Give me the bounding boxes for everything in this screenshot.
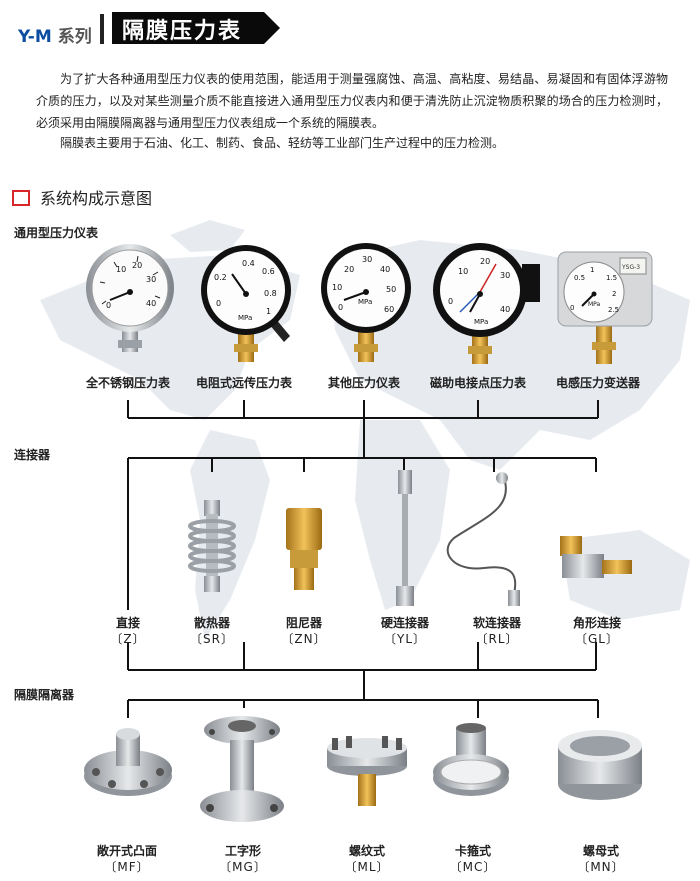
connector-label-angle: 角形连接 xyxy=(572,616,621,630)
connector-code-radiator: 〔SR〕 xyxy=(190,632,234,646)
connector-code-flexible: 〔RL〕 xyxy=(475,632,519,646)
series-suffix: 系列 xyxy=(57,27,92,47)
intro-paragraph-1: 为了扩大各种通用型压力仪表的使用范围，能适用于测量强腐蚀、高温、高粘度、易结晶、… xyxy=(36,72,668,130)
dial-unit: MPa xyxy=(588,301,601,308)
dial-label: 2.5 xyxy=(608,306,619,314)
connector-code-direct: 〔Z〕 xyxy=(110,632,146,646)
isolator-code-open-flange: 〔MF〕 xyxy=(104,860,150,874)
flexible-connector-image xyxy=(446,472,520,606)
dial-label: 40 xyxy=(500,305,510,314)
dial-label: 1 xyxy=(266,307,271,316)
dial-label: 60 xyxy=(384,305,394,314)
dial-label: 0.4 xyxy=(242,259,255,268)
dial-label: 50 xyxy=(386,285,396,294)
intro-paragraph-2: 隔膜表主要用于石油、化工、制药、食品、轻纺等工业部门生产过程中的压力检测。 xyxy=(60,136,505,150)
dial-label: 0 xyxy=(106,301,111,310)
radiator-connector-image xyxy=(188,500,236,592)
gauge-label-stainless: 全不锈钢压力表 xyxy=(85,376,170,390)
connectors-group-label: 连接器 xyxy=(14,448,51,462)
dial-label: 20 xyxy=(344,265,354,274)
connector-label-direct: 直接 xyxy=(115,616,140,630)
section-marker xyxy=(12,190,30,206)
gauge-label-resistive: 电阻式远传压力表 xyxy=(195,376,292,390)
dial-label: 10 xyxy=(458,267,468,276)
isolator-code-nut: 〔MN〕 xyxy=(577,860,625,874)
isolator-label-clamp: 卡箍式 xyxy=(454,844,491,858)
dial-label: 0.6 xyxy=(262,267,275,276)
stainless-gauge-image: 10 20 30 40 0 xyxy=(86,244,174,352)
dial-label: 0 xyxy=(216,299,221,308)
dial-label: 0 xyxy=(338,303,343,312)
dial-label: 20 xyxy=(132,261,142,270)
dial-unit: MPa xyxy=(474,318,488,326)
dial-label: 1 xyxy=(590,266,594,274)
nut-isolator-image xyxy=(558,730,642,800)
electric-contact-gauge-image: 10 20 30 40 0 MPa xyxy=(433,243,540,364)
dial-label: 40 xyxy=(380,265,390,274)
isolators-group-label: 隔膜隔离器 xyxy=(14,688,75,702)
gauge-label-other: 其他压力仪表 xyxy=(327,376,400,390)
isolator-label-open-flange: 敞开式凸面 xyxy=(96,844,157,858)
threaded-isolator-image xyxy=(327,736,407,806)
transmitter-nameplate: YSG-3 xyxy=(621,264,640,271)
connector-code-rigid: 〔YL〕 xyxy=(383,632,427,646)
dial-label: 10 xyxy=(332,283,342,292)
resistive-remote-gauge-image: 0.4 0.6 0.2 0.8 0 1 MPa xyxy=(201,245,291,362)
isolator-code-i-type: 〔MG〕 xyxy=(219,860,267,874)
open-flange-isolator-image xyxy=(84,728,172,796)
rigid-connector-image xyxy=(396,470,414,606)
dial-label: 0.5 xyxy=(574,274,585,282)
dial-label: 40 xyxy=(146,299,156,308)
dial-label: 0 xyxy=(448,297,453,306)
dial-label: 0 xyxy=(570,304,574,312)
gauge-label-electric-contact: 磁助电接点压力表 xyxy=(429,376,526,390)
series-code: Y-M xyxy=(18,27,52,47)
dial-label: 2 xyxy=(612,290,616,298)
dial-label: 30 xyxy=(500,271,510,280)
connector-label-radiator: 散热器 xyxy=(193,616,230,630)
dial-label: 30 xyxy=(146,275,156,284)
dial-label: 10 xyxy=(116,265,126,274)
page-title: 隔膜压力表 xyxy=(122,19,243,44)
damper-connector-image xyxy=(286,508,322,590)
dial-label: 1.5 xyxy=(606,274,617,282)
connector-label-rigid: 硬连接器 xyxy=(380,616,429,630)
gauges-group-label: 通用型压力仪表 xyxy=(14,226,99,240)
connector-code-damper: 〔ZN〕 xyxy=(281,632,327,646)
title-banner xyxy=(112,12,280,44)
angle-connector-image xyxy=(560,536,632,578)
isolator-label-threaded: 螺纹式 xyxy=(348,844,385,858)
isolator-label-nut: 螺母式 xyxy=(582,844,619,858)
clamp-isolator-image xyxy=(433,723,509,796)
dial-label: 30 xyxy=(362,255,372,264)
connector-code-angle: 〔GL〕 xyxy=(575,632,619,646)
dial-label: 0.2 xyxy=(214,273,227,282)
series-label: Y-M 系列 xyxy=(18,22,92,47)
header-divider xyxy=(100,14,104,44)
connector-label-damper: 阻尼器 xyxy=(285,616,322,630)
isolator-code-threaded: 〔ML〕 xyxy=(344,860,390,874)
gauge-label-transmitter: 电感压力变送器 xyxy=(555,376,640,390)
i-type-isolator-image xyxy=(200,716,284,822)
isolator-code-clamp: 〔MC〕 xyxy=(449,860,497,874)
isolator-label-i-type: 工字形 xyxy=(224,844,261,858)
dial-label: 0.8 xyxy=(264,289,277,298)
connector-label-flexible: 软连接器 xyxy=(472,616,521,630)
dial-label: 20 xyxy=(480,257,490,266)
inductive-transmitter-image: YSG-3 0.5 1 1.5 2 2.5 0 MPa xyxy=(557,251,653,364)
dial-unit: MPa xyxy=(238,314,252,322)
general-gauge-image: 20 30 40 10 50 0 60 MPa xyxy=(321,243,411,362)
section-title: 系统构成示意图 xyxy=(40,189,153,208)
dial-unit: MPa xyxy=(358,298,372,306)
